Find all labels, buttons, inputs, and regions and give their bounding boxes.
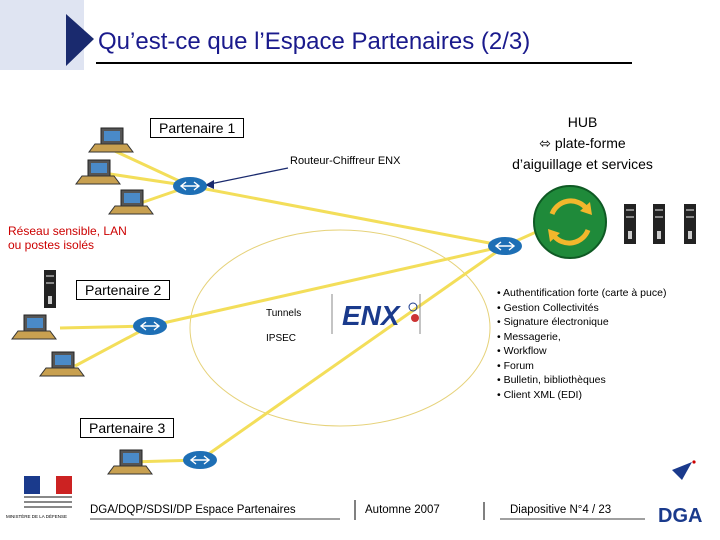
hub-line1: HUB [567,114,598,130]
router-icon-p2 [133,317,167,335]
footer-date: Automne 2007 [365,504,440,516]
tunnel-oval [189,229,491,427]
service-item: • Gestion Collectivités [497,301,599,314]
laptop-icon [108,189,154,215]
service-item: • Authentification forte (carte à puce) [497,287,667,299]
tunnels-label: Tunnels [266,308,302,319]
partenaire2-label: Partenaire 2 [76,280,171,300]
service-item: • Client XML (EDI) [497,388,582,401]
hub-line3: d’aiguillage et services [512,156,653,172]
routeur-pointer [209,167,289,185]
france-logo-icon [24,476,72,508]
footer-slide-number: Diapositive N°4 / 23 [510,504,612,516]
hub-exchange-icon [533,185,607,259]
title-arrow-icon [66,14,94,66]
reseau-label-line2: ou postes isolés [8,238,95,252]
footer-org: DGA/DQP/SDSI/DP Espace Partenaires [90,504,296,516]
hub-description: HUB ⬄ plate-forme d’aiguillage et servic… [505,112,660,175]
page-title: Qu’est-ce que l’Espace Partenaires (2/3) [98,28,531,55]
ipsec-label: IPSEC [266,333,297,344]
router-icon-hub [488,237,522,255]
service-item: • Signature électronique [497,316,609,328]
partenaire1-label: Partenaire 1 [150,118,245,138]
hub-line2: ⬄ plate-forme [539,135,626,151]
server-icon [684,204,696,244]
partenaire3-label: Partenaire 3 [80,418,175,438]
ministry-text: MINISTÈRE DE LA DÉFENSE [6,514,68,519]
laptop-icon [88,127,134,153]
title-decoration [0,0,94,70]
service-item: • Bulletin, bibliothèques [497,374,606,386]
service-item: • Messagerie, [497,330,561,343]
server-icon [44,270,56,308]
laptop-icon [107,449,153,475]
router-icon-p3 [183,451,217,469]
title-underline [96,62,632,64]
svg-text:DGA: DGA [658,505,702,527]
service-item: • Forum [497,359,534,372]
server-icon [653,204,665,244]
server-icon [624,204,636,244]
enx-logo: ENX [342,300,402,331]
laptop-icon [75,159,121,185]
laptop-icon [11,314,57,340]
services-list: • Authentification forte (carte à puce) … [497,286,666,402]
service-item: • Workflow [497,345,547,357]
router-icon-p1 [173,177,207,195]
dga-logo-icon: DGA [658,460,702,527]
routeur-label: Routeur-Chiffreur ENX [290,155,401,167]
laptop-icon [39,351,85,377]
reseau-label-line1: Réseau sensible, LAN [8,224,127,238]
reseau-label: Réseau sensible, LAN ou postes isolés [8,224,127,252]
